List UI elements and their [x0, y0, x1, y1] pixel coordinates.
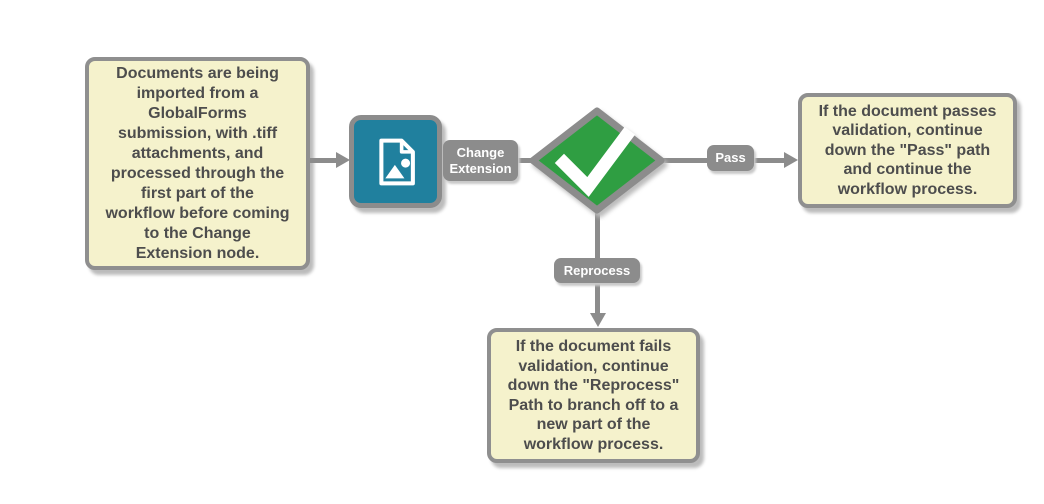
- path-label-pass[interactable]: Pass: [707, 145, 754, 171]
- checkmark-icon: [554, 126, 636, 197]
- path-label-reprocess[interactable]: Reprocess: [554, 258, 640, 283]
- node-change-extension[interactable]: [349, 115, 442, 208]
- arrowhead-down-icon: [589, 313, 606, 327]
- arrowhead-right-icon: [784, 152, 798, 168]
- arrowhead-right-icon: [336, 152, 350, 168]
- note-input-description[interactable]: Documents are being imported from a Glob…: [85, 57, 310, 270]
- note-reprocess-description[interactable]: If the document fails validation, contin…: [487, 328, 700, 463]
- note-pass-description[interactable]: If the document passes validation, conti…: [798, 93, 1017, 208]
- connector-note-to-node: [310, 158, 338, 163]
- image-file-icon: [369, 135, 423, 189]
- node-label-change-extension[interactable]: Change Extension: [443, 140, 518, 181]
- node-validation-diamond[interactable]: [523, 101, 673, 221]
